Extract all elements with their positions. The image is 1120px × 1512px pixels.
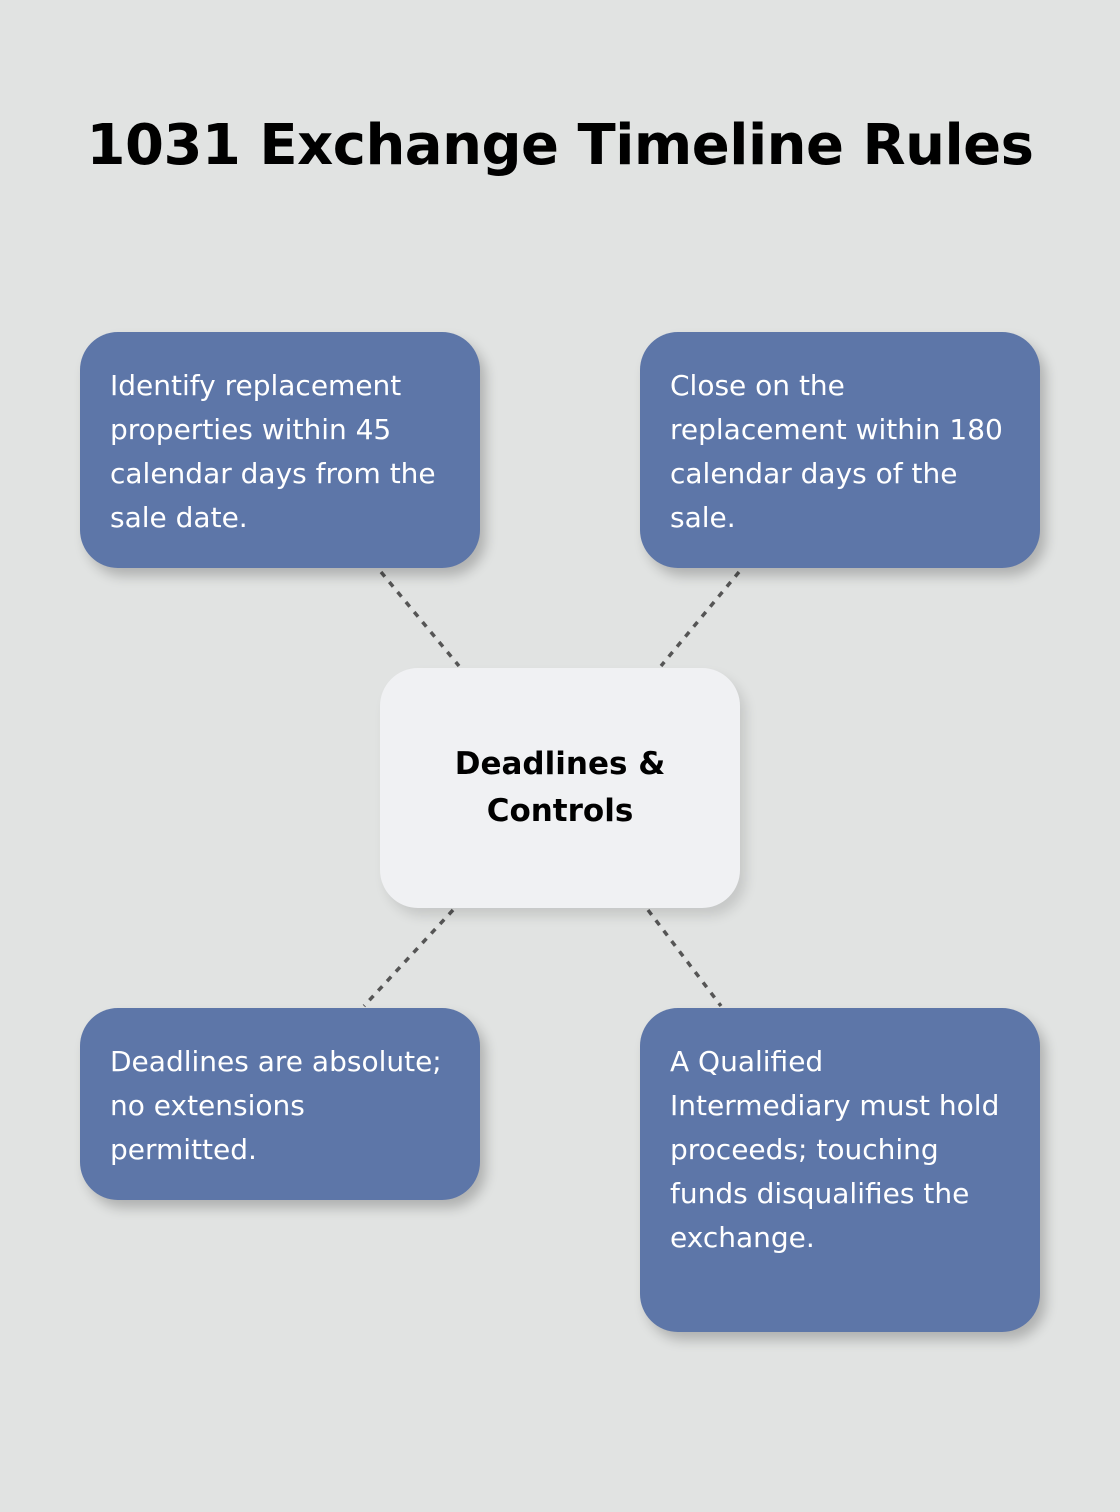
connector-top-right [659, 570, 741, 668]
node-text: Identify replacement properties within 4… [110, 369, 436, 534]
center-label: Deadlines & Controls [454, 746, 666, 829]
connector-bottom-left [362, 908, 455, 1008]
connector-top-left [379, 570, 461, 668]
node-text: Close on the replacement within 180 cale… [670, 369, 1003, 534]
node-identify-replacement: Identify replacement properties within 4… [80, 332, 480, 568]
node-qualified-intermediary: A Qualified Intermediary must hold proce… [640, 1008, 1040, 1332]
page-title: 1031 Exchange Timeline Rules [86, 113, 1034, 178]
center-node: Deadlines & Controls [380, 668, 740, 908]
node-text: A Qualified Intermediary must hold proce… [670, 1045, 1000, 1254]
connector-bottom-right [646, 908, 723, 1008]
node-text: Deadlines are absolute; no extensions pe… [110, 1045, 442, 1166]
node-deadlines-absolute: Deadlines are absolute; no extensions pe… [80, 1008, 480, 1200]
node-close-replacement: Close on the replacement within 180 cale… [640, 332, 1040, 568]
